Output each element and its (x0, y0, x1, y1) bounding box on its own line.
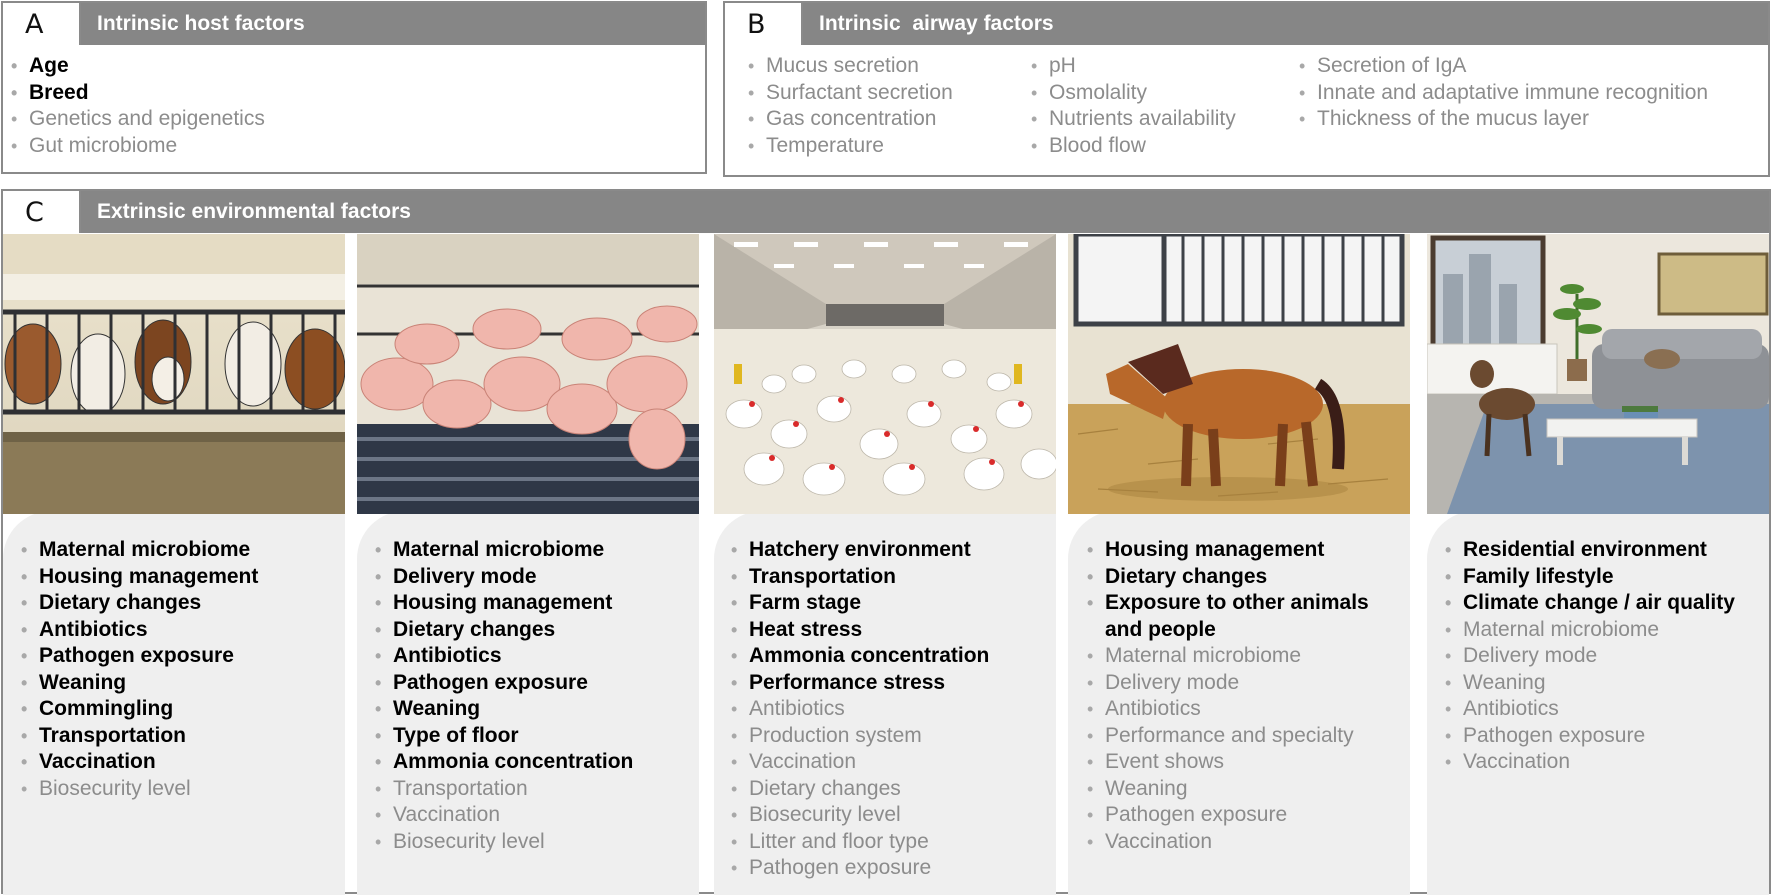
factor-item: Pathogen exposure (725, 855, 989, 882)
factor-item: Maternal microbiome (15, 537, 258, 564)
panel-c-letter: C (3, 191, 81, 233)
factor-item: Maternal microbiome (1439, 617, 1735, 644)
factor-item: Delivery mode (369, 564, 633, 591)
factor-item: Dietary changes (1081, 564, 1369, 591)
factor-item: Thickness of the mucus layer (1293, 106, 1708, 133)
factor-item: Antibiotics (1439, 696, 1735, 723)
factor-item: Ammonia concentration (725, 643, 989, 670)
factor-item: Antibiotics (369, 643, 633, 670)
panel-c-title: Extrinsic environmental factors (97, 200, 411, 223)
factor-item: Vaccination (1081, 829, 1369, 856)
panel-b-factor-list-2: pHOsmolalityNutrients availabilityBlood … (1025, 53, 1236, 159)
factor-item: Age (5, 53, 265, 80)
factor-item: Exposure to other animals (1081, 590, 1369, 617)
factor-item: Surfactant secretion (742, 80, 953, 107)
panel-b-intrinsic-airway-factors: B Intrinsic airway factors Mucus secreti… (723, 1, 1770, 177)
factor-item: Climate change / air quality (1439, 590, 1735, 617)
factor-item: Gas concentration (742, 106, 953, 133)
factor-item: Type of floor (369, 723, 633, 750)
factor-item: Maternal microbiome (369, 537, 633, 564)
factor-item: Gut microbiome (5, 133, 265, 160)
factor-item: Pathogen exposure (1081, 802, 1369, 829)
panel-b-factor-list-3: Secretion of IgAInnate and adaptative im… (1293, 53, 1708, 133)
factor-item: Nutrients availability (1025, 106, 1236, 133)
factor-item: Vaccination (1439, 749, 1735, 776)
factor-item: Temperature (742, 133, 953, 160)
factor-item: Delivery mode (1081, 670, 1369, 697)
factor-item: Dietary changes (369, 617, 633, 644)
companion-factor-list: Residential environmentFamily lifestyleC… (1439, 537, 1735, 776)
factor-item: Pathogen exposure (369, 670, 633, 697)
factor-item: Pathogen exposure (1439, 723, 1735, 750)
panel-b-letter: B (725, 3, 803, 45)
panel-a-factor-list: AgeBreedGenetics and epigeneticsGut micr… (5, 53, 265, 159)
factor-item: pH (1025, 53, 1236, 80)
horse-factor-list: Housing managementDietary changesExposur… (1081, 537, 1369, 855)
panel-c-header (3, 191, 1769, 233)
panel-a-title: Intrinsic host factors (97, 12, 305, 35)
factor-item: Transportation (369, 776, 633, 803)
panel-b-title: Intrinsic airway factors (819, 12, 1054, 35)
factor-item: Dietary changes (15, 590, 258, 617)
factor-item: Ammonia concentration (369, 749, 633, 776)
factor-item: Innate and adaptative immune recognition (1293, 80, 1708, 107)
poultry-factor-list: Hatchery environmentTransportationFarm s… (725, 537, 989, 882)
factor-item: Pathogen exposure (15, 643, 258, 670)
factor-item: Hatchery environment (725, 537, 989, 564)
factor-item: Biosecurity level (725, 802, 989, 829)
factor-item: Antibiotics (15, 617, 258, 644)
factor-item: Blood flow (1025, 133, 1236, 160)
factor-item: Antibiotics (725, 696, 989, 723)
pig-factor-list: Maternal microbiomeDelivery modeHousing … (369, 537, 633, 855)
panel-b-factor-list-1: Mucus secretionSurfactant secretionGas c… (742, 53, 953, 159)
factor-item: Residential environment (1439, 537, 1735, 564)
factor-item: Weaning (15, 670, 258, 697)
factor-item: Genetics and epigenetics (5, 106, 265, 133)
factor-item: Antibiotics (1081, 696, 1369, 723)
factor-item: Performance stress (725, 670, 989, 697)
factor-item: Farm stage (725, 590, 989, 617)
factor-item: Weaning (369, 696, 633, 723)
factor-item: Maternal microbiome (1081, 643, 1369, 670)
factor-item: Performance and specialty (1081, 723, 1369, 750)
panel-b-header (725, 3, 1768, 45)
factor-item: Transportation (725, 564, 989, 591)
living-room-illustration (1427, 234, 1769, 514)
factor-item: Osmolality (1025, 80, 1236, 107)
factor-item: Transportation (15, 723, 258, 750)
poultry-house-illustration (714, 234, 1056, 514)
factor-item: Event shows (1081, 749, 1369, 776)
factor-item: Housing management (369, 590, 633, 617)
cattle-factor-list: Maternal microbiomeHousing managementDie… (15, 537, 258, 802)
factor-item: Production system (725, 723, 989, 750)
factor-item: Commingling (15, 696, 258, 723)
factor-item: Heat stress (725, 617, 989, 644)
horse-stable-illustration (1068, 234, 1410, 514)
factor-item: Vaccination (369, 802, 633, 829)
factor-item: Delivery mode (1439, 643, 1735, 670)
factor-item: Litter and floor type (725, 829, 989, 856)
factor-item: Dietary changes (725, 776, 989, 803)
factor-item: Vaccination (15, 749, 258, 776)
panel-a-intrinsic-host-factors: A Intrinsic host factors AgeBreedGenetic… (1, 1, 707, 174)
factor-item: Biosecurity level (369, 829, 633, 856)
pig-pen-illustration (357, 234, 699, 514)
factor-item: Weaning (1081, 776, 1369, 803)
factor-item: Vaccination (725, 749, 989, 776)
panel-c-extrinsic-environmental-factors: C Extrinsic environmental factors (1, 189, 1771, 895)
cattle-pen-illustration (3, 234, 345, 514)
factor-item: and people (1105, 617, 1216, 641)
factor-item: Housing management (15, 564, 258, 591)
factor-item: Secretion of IgA (1293, 53, 1708, 80)
factor-item: Family lifestyle (1439, 564, 1735, 591)
factor-item: Breed (5, 80, 265, 107)
factor-item: Biosecurity level (15, 776, 258, 803)
factor-item: Housing management (1081, 537, 1369, 564)
panel-a-letter: A (3, 3, 81, 45)
panel-a-header (3, 3, 705, 45)
factor-item: Mucus secretion (742, 53, 953, 80)
factor-item: Weaning (1439, 670, 1735, 697)
